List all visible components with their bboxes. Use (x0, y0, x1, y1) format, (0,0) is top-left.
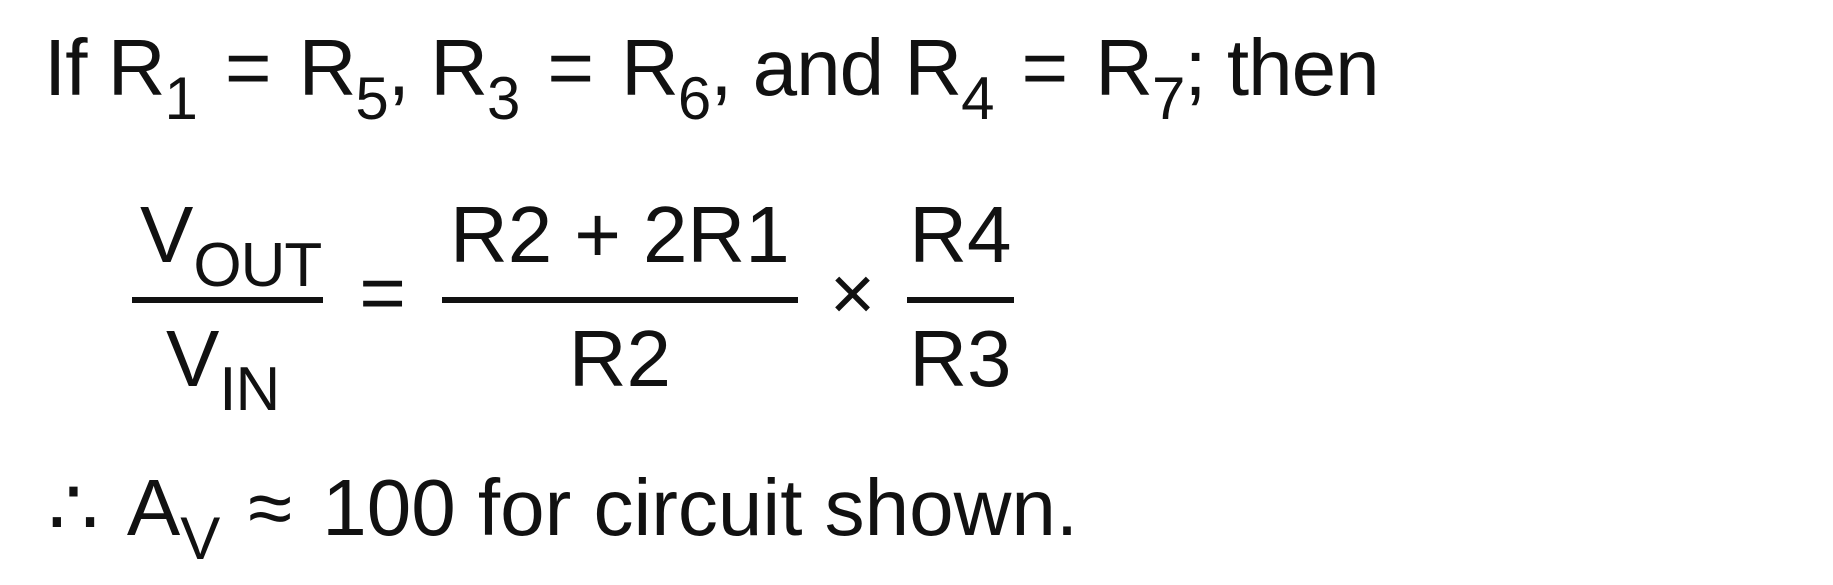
therefore-symbol: ∴ (48, 463, 99, 552)
then-word: ; then (1184, 23, 1379, 112)
formula-equals-sign: = (359, 248, 406, 337)
r6-base: R (621, 23, 679, 112)
condition-line: If R1=R5, R3=R6, and R4=R7; then (44, 23, 1380, 129)
gain-formula: VOUT VIN = R2+2R1 R2 × R4 R3 (132, 172, 1014, 422)
vout-subscript: OUT (193, 231, 322, 300)
approx-sign: ≈ (248, 463, 293, 552)
r4-numerator: R4 (909, 190, 1012, 279)
av-base: A (126, 463, 181, 552)
ratio-denominator: R2 (568, 314, 671, 403)
ratio-term-2r1: 2R1 (642, 190, 790, 279)
r6-subscript: 6 (677, 65, 711, 132)
r1-base: R (107, 23, 166, 112)
r4-symbol: R4 (904, 23, 994, 129)
r4-subscript: 4 (961, 65, 994, 132)
plus-sign: + (574, 190, 621, 279)
equals-sign-1: = (224, 23, 272, 112)
conclusion-line: ∴ AV ≈100 for circuit shown. (48, 463, 1078, 569)
times-sign: × (829, 248, 876, 337)
vout-base: V (140, 190, 194, 279)
fraction-bar-2 (441, 297, 798, 303)
r1-subscript: 1 (164, 65, 197, 132)
if-word: If (44, 23, 87, 112)
r3-denominator: R3 (909, 314, 1012, 403)
r7-symbol: R7 (1095, 23, 1185, 129)
comma-1: , (387, 23, 410, 112)
vout-numerator: VOUT (132, 195, 323, 297)
r3-subscript: 3 (486, 65, 520, 132)
resistor-ratio-fraction: R2+2R1 R2 (441, 195, 798, 403)
r5-base: R (298, 23, 357, 112)
and-word: , and (710, 23, 884, 112)
equals-sign-3: = (1021, 23, 1069, 112)
vin-base: V (165, 314, 220, 403)
fraction-bar-1 (132, 297, 324, 303)
r7-subscript: 7 (1152, 65, 1185, 132)
r5-symbol: R5 (298, 23, 389, 129)
r5-subscript: 5 (355, 65, 388, 132)
vout-over-vin-fraction: VOUT VIN (132, 195, 324, 421)
av-subscript: V (180, 505, 221, 572)
r7-base: R (1095, 23, 1153, 112)
r3-base: R (430, 23, 488, 112)
conclusion-tail: for circuit shown. (477, 463, 1079, 552)
r3-symbol: R3 (430, 23, 520, 129)
r1-symbol: R1 (107, 23, 198, 129)
r6-symbol: R6 (621, 23, 711, 129)
r4-base: R (904, 23, 962, 112)
fraction-bar-3 (907, 297, 1014, 303)
av-symbol: AV (126, 463, 220, 569)
gain-value: 100 (322, 463, 456, 552)
ratio-numerator: R2+2R1 (442, 195, 798, 297)
vin-denominator: VIN (136, 303, 319, 421)
equals-sign-2: = (547, 23, 594, 112)
r4-over-r3-fraction: R4 R3 (907, 190, 1014, 403)
ratio-term-r2: R2 (449, 190, 553, 279)
vin-subscript: IN (219, 355, 280, 424)
